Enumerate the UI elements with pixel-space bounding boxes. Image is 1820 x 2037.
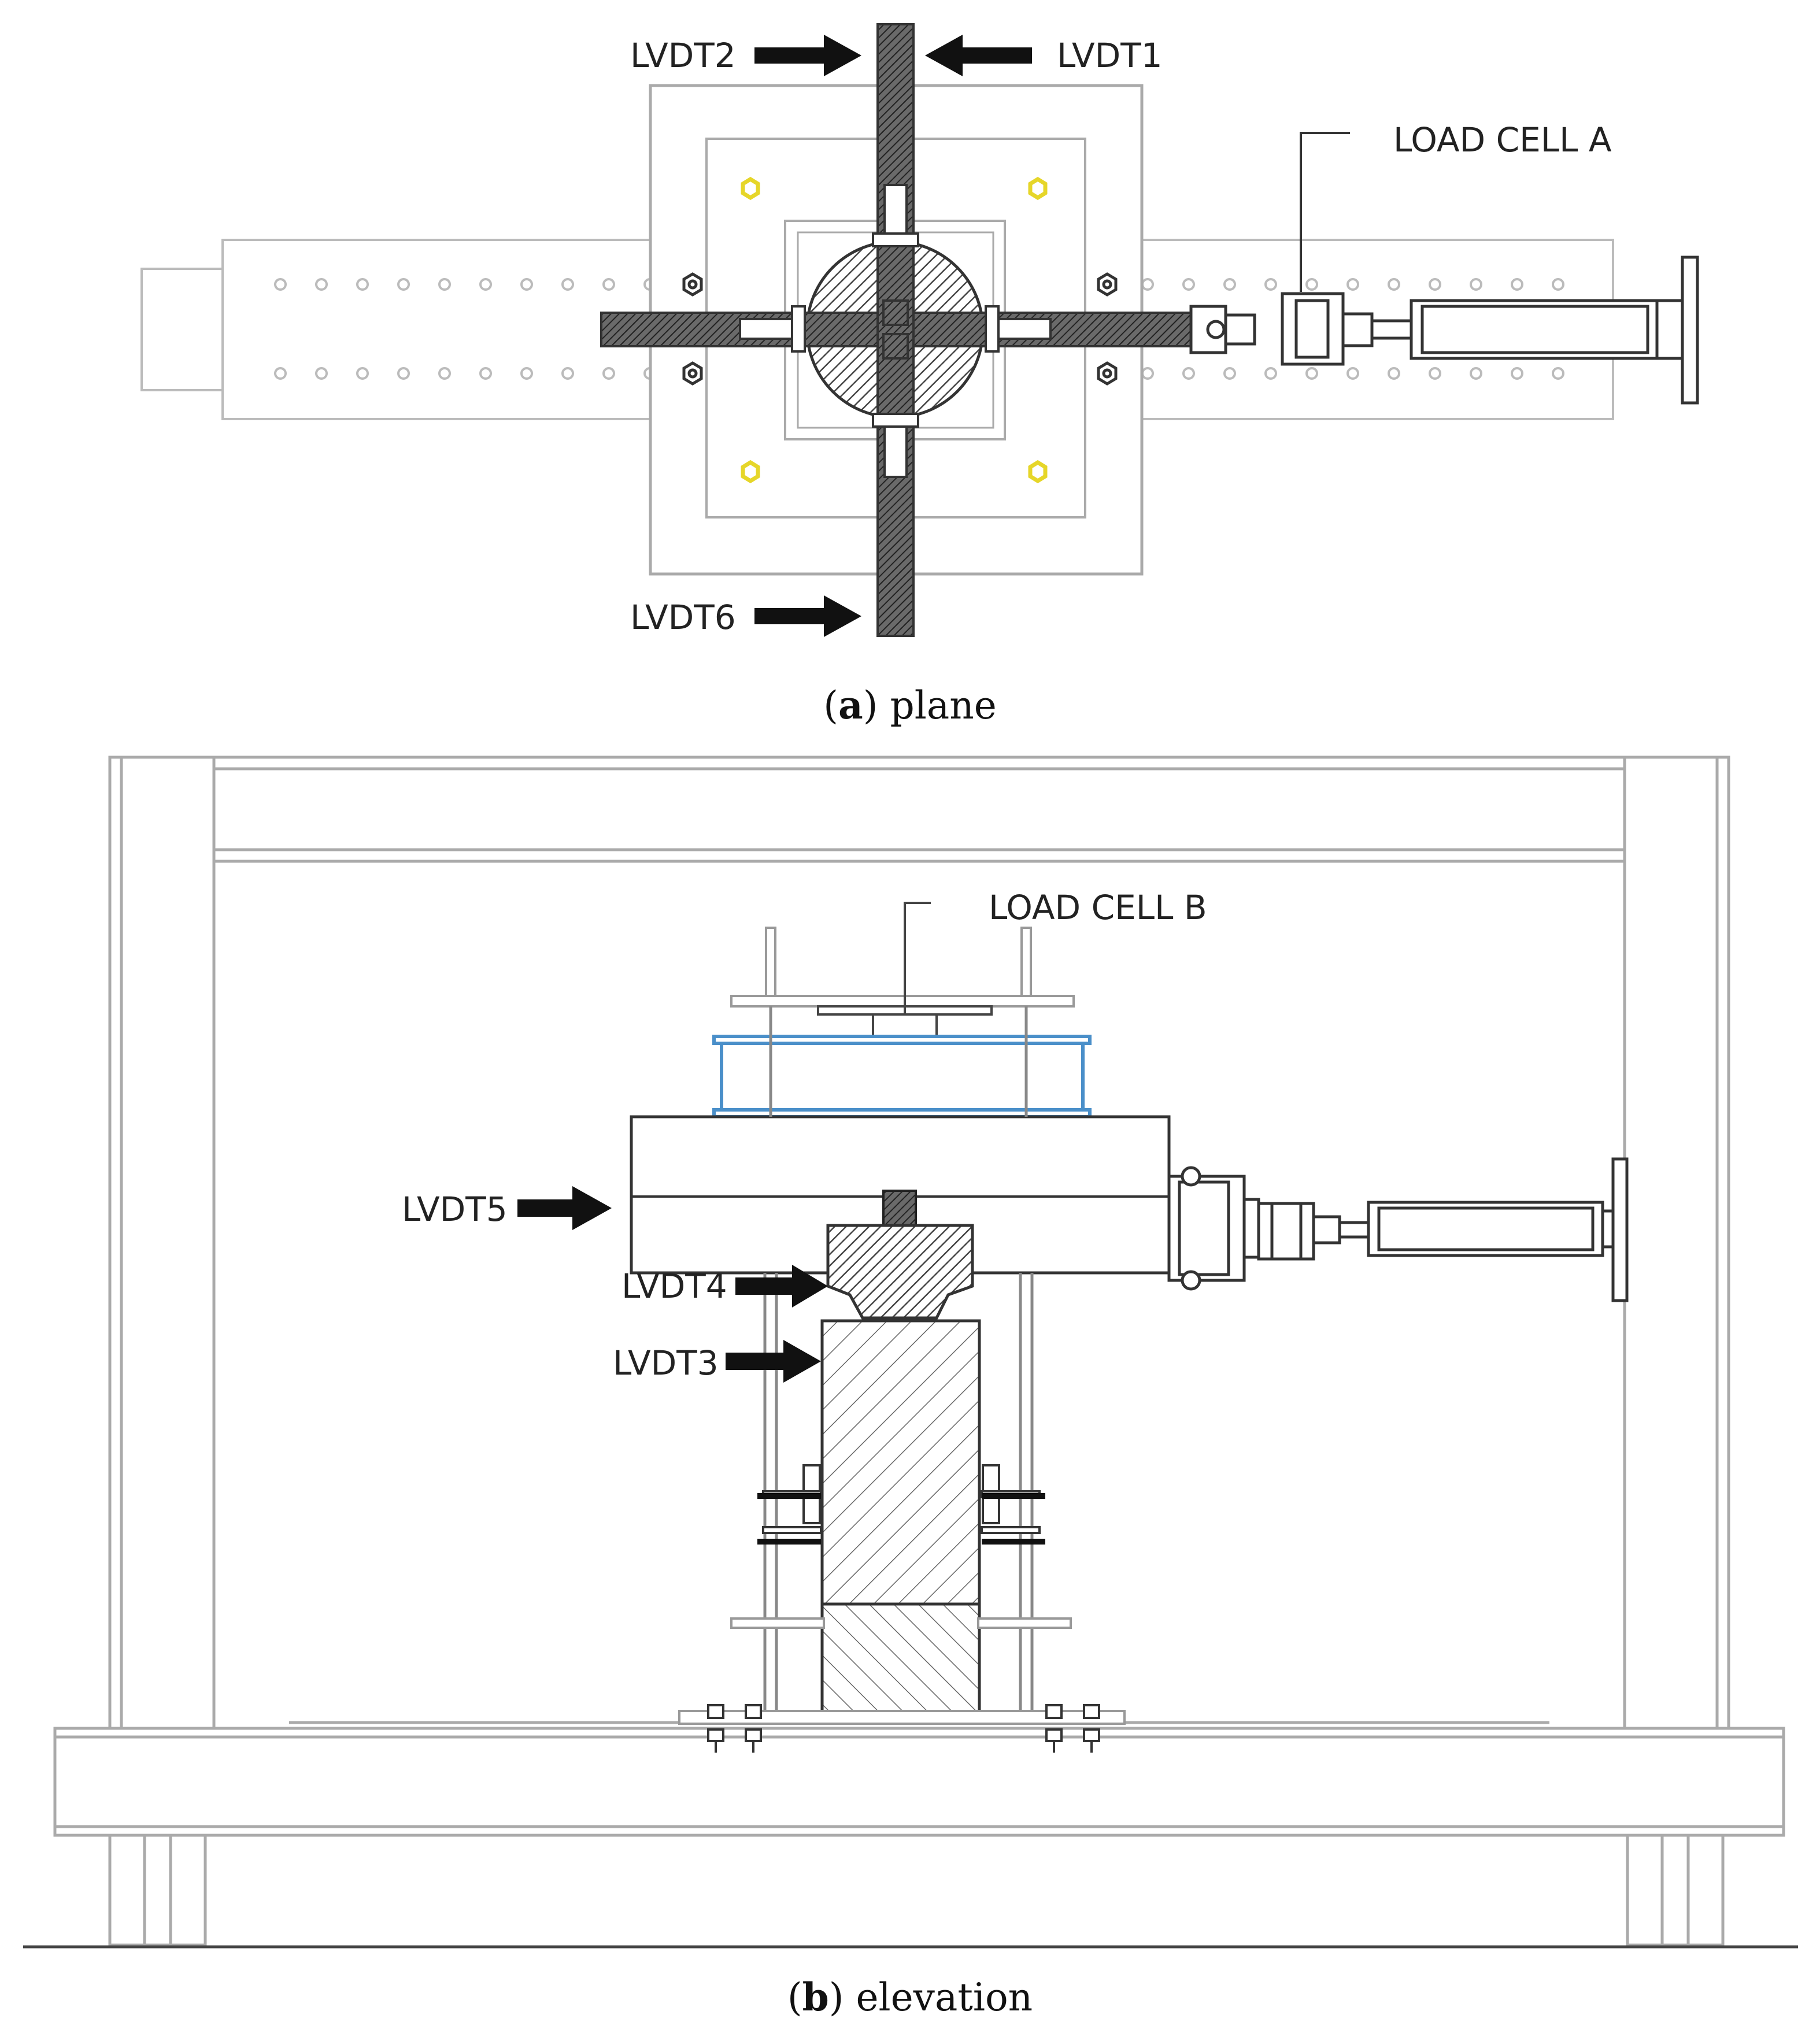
lvdt2-label: LVDT2 (630, 36, 736, 75)
base-bolt-icon (707, 1704, 1100, 1753)
bolt-hole (1429, 367, 1441, 380)
bolt-hole (1182, 367, 1195, 380)
anchor-nut-icon (682, 272, 1118, 386)
elevation-view: LVDT5 LVDT4 LVDT3 LOAD CELL B (b) elevat… (23, 755, 1798, 2020)
bolt-hole (1511, 278, 1523, 291)
bolt-hole (397, 278, 410, 291)
bolt-hole (602, 278, 615, 291)
bolt-hole (561, 367, 574, 380)
reaction-frame (53, 755, 1785, 1947)
lvdt1-label: LVDT1 (1057, 36, 1163, 75)
lvdt5-label: LVDT5 (402, 1190, 508, 1229)
bolt-hole (1470, 367, 1482, 380)
load-cell-b-label: LOAD CELL B (989, 888, 1207, 927)
specimen-footing (820, 1602, 981, 1714)
bolt-hole (1264, 367, 1277, 380)
lower-guide-plate (678, 1617, 1126, 1725)
bolt-hole (356, 278, 369, 291)
bolt-hole (438, 367, 451, 380)
bolt-hole (1346, 367, 1359, 380)
bolt-hole (1552, 367, 1564, 380)
bolt-hole (1141, 367, 1154, 380)
specimen-column (820, 1319, 981, 1606)
plane-view: LVDT2 LVDT1 LVDT6 LOAD CELL A (a) plane (140, 23, 1699, 728)
bolt-hole (479, 278, 492, 291)
bolt-hole (1182, 278, 1195, 291)
bolt-hole (479, 367, 492, 380)
arrow-icon (754, 35, 1032, 637)
bolt-hole (356, 367, 369, 380)
bolt-hole (1511, 367, 1523, 380)
caption-b: (b) elevation (787, 1975, 1033, 2020)
bolt-hole (274, 367, 287, 380)
actuator-a (1189, 255, 1699, 405)
caption-a-letter: a (838, 683, 863, 728)
bolt-hole (1223, 278, 1236, 291)
blue-loading-frame (712, 1035, 1092, 1119)
top-plate-assembly (730, 902, 1075, 1038)
bolt-hole (1552, 278, 1564, 291)
bolt-hole (1429, 278, 1441, 291)
bolt-hole (1470, 278, 1482, 291)
bolt-hole (561, 278, 574, 291)
bolt-hole (1305, 367, 1318, 380)
bolt-hole (1346, 278, 1359, 291)
load-cell-a-leader (1300, 132, 1350, 292)
bolt-hole (315, 278, 328, 291)
bolt-hole (1305, 278, 1318, 291)
vertical-arm (876, 23, 915, 637)
actuator-b (1167, 1157, 1629, 1302)
bolt-hole (602, 367, 615, 380)
load-cell-a-label: LOAD CELL A (1393, 120, 1612, 160)
caption-b-text: elevation (856, 1975, 1033, 2020)
bolt-hole (274, 278, 287, 291)
arrow-icon (517, 1186, 828, 1383)
bolt-hole (397, 367, 410, 380)
bolt-hole (1388, 367, 1400, 380)
bolt-hole (520, 278, 533, 291)
caption-a-text: plane (890, 683, 996, 728)
lvdt6-label: LVDT6 (630, 598, 736, 637)
bolt-hole (1223, 367, 1236, 380)
bolt-hole (438, 278, 451, 291)
rail-bolt-holes (274, 278, 1564, 380)
clamp-bolts (757, 1493, 1045, 1545)
bolt-hole (1141, 278, 1154, 291)
bolt-hole (315, 367, 328, 380)
bolt-hole (520, 367, 533, 380)
bolt-hole (1388, 278, 1400, 291)
lvdt4-label: LVDT4 (622, 1266, 727, 1306)
bolt-hole (1264, 278, 1277, 291)
caption-b-letter: b (802, 1975, 829, 2020)
lvdt3-label: LVDT3 (613, 1343, 719, 1383)
clamp-details (739, 184, 1052, 478)
specimen-cap (826, 1224, 974, 1320)
yellow-nut-icon (741, 176, 1048, 484)
caption-a: (a) plane (823, 683, 997, 728)
rail-end-block (140, 268, 224, 391)
